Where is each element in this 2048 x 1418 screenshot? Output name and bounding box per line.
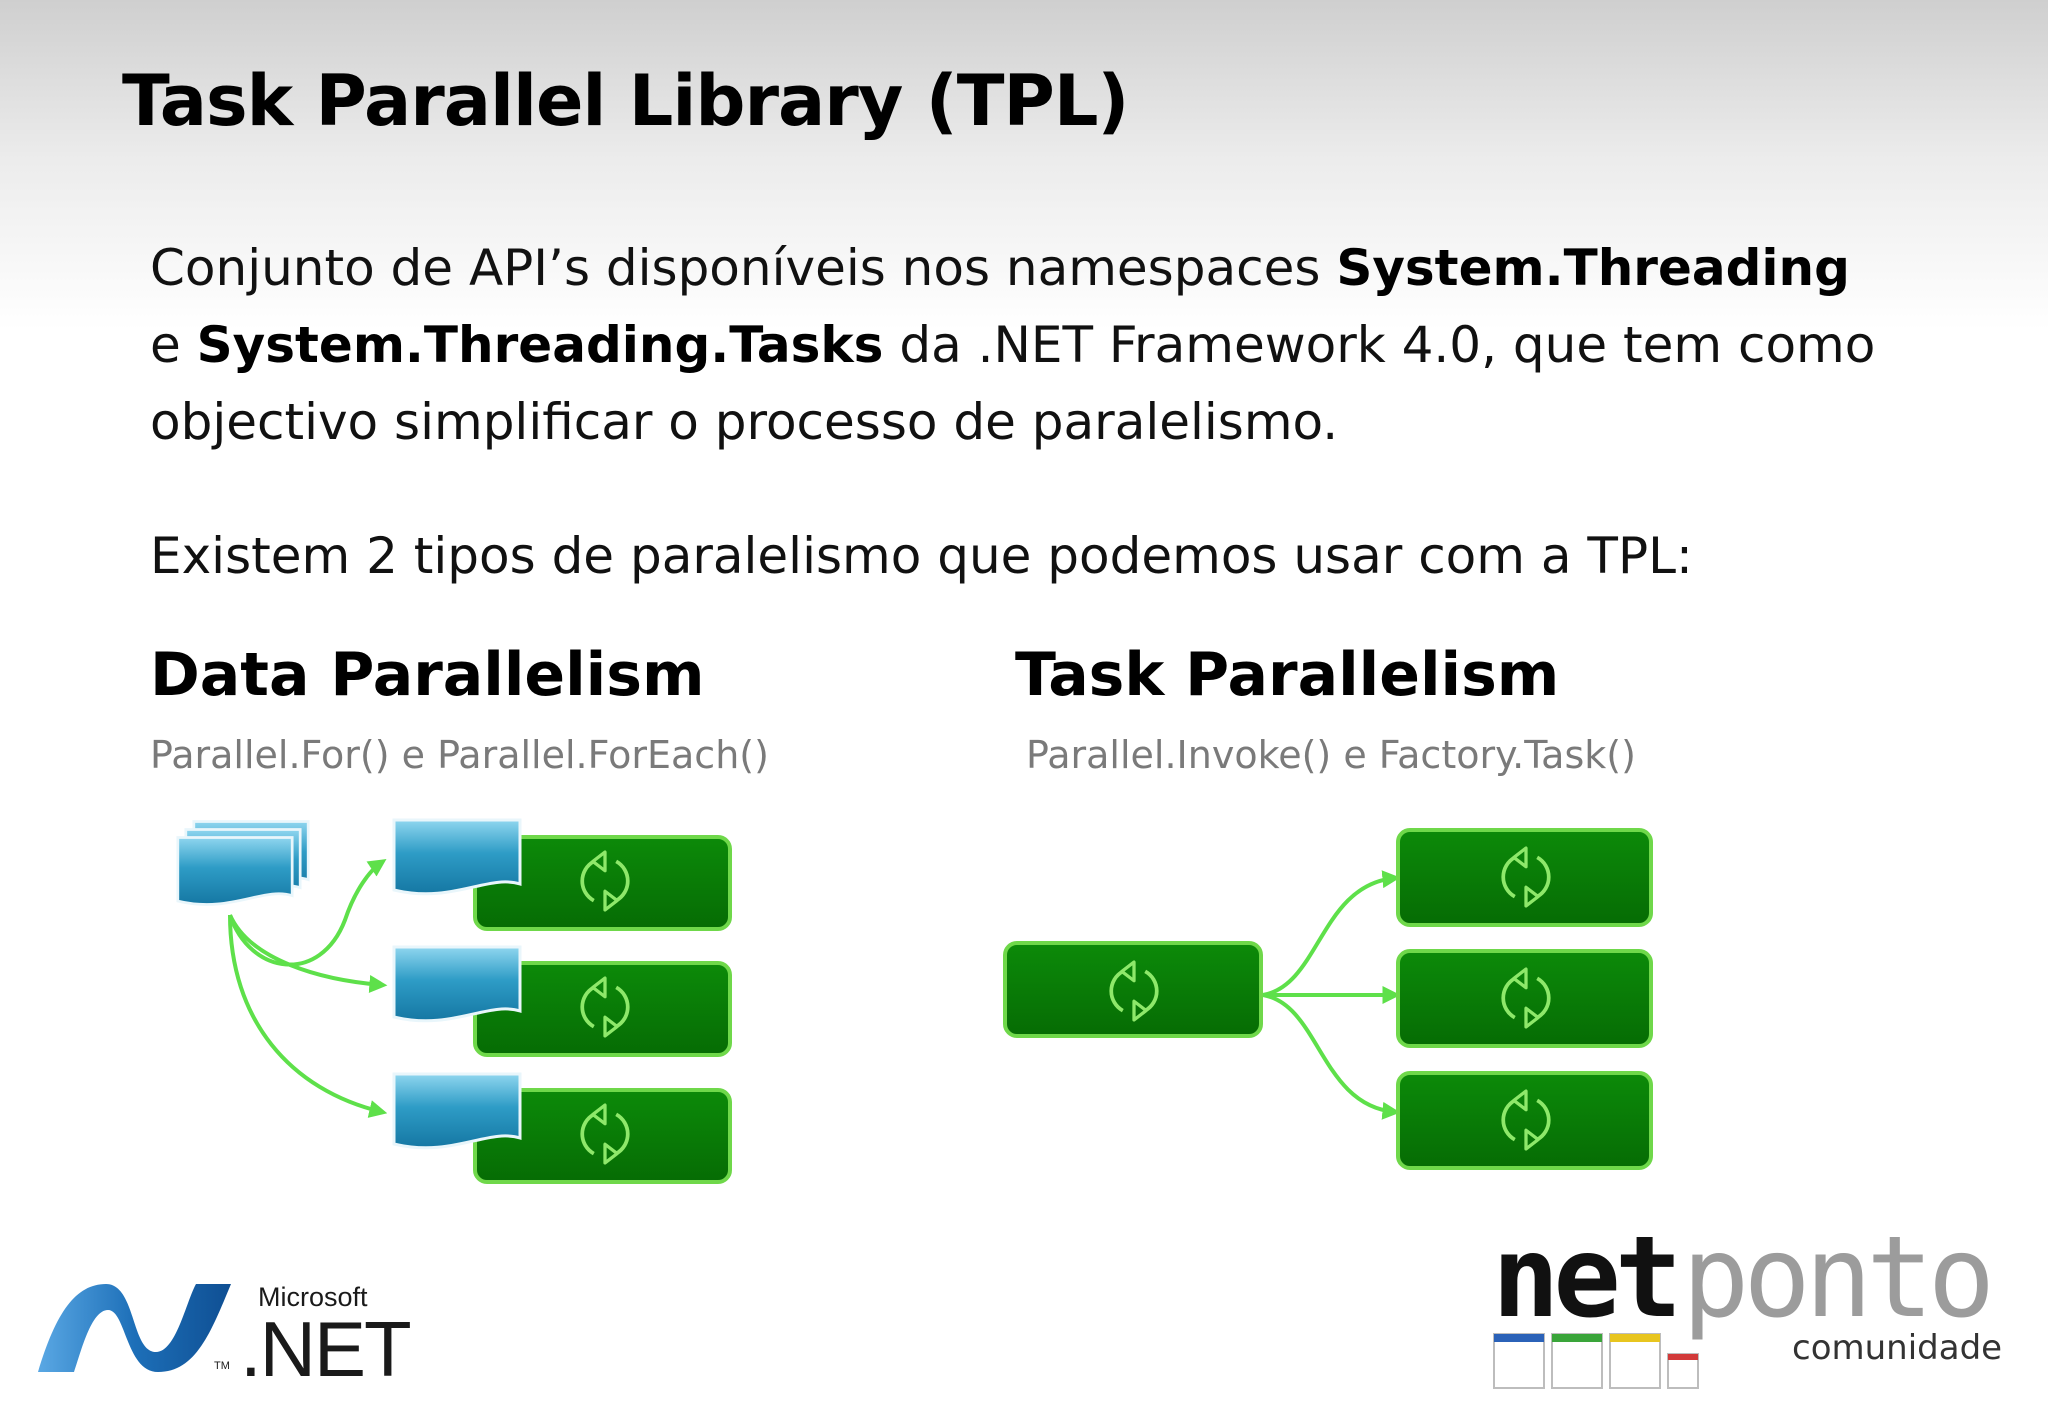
- trademark-mark: TM: [214, 1360, 230, 1372]
- microsoft-wordmark: Microsoft: [258, 1282, 368, 1312]
- namespace-system-threading: System.Threading: [1336, 239, 1850, 297]
- task-parallelism-subtitle: Parallel.Invoke() e Factory.Task(): [1026, 733, 1636, 777]
- task-parallelism-diagram: [1003, 828, 1653, 1170]
- intro-text-part2: e: [150, 316, 197, 374]
- document-stack-icon: [176, 820, 310, 906]
- namespace-system-threading-tasks: System.Threading.Tasks: [196, 316, 884, 374]
- intro-text-part3: da .NET Framework 4.0, que tem como obje…: [150, 316, 1876, 451]
- target-task-box-1: [1396, 828, 1653, 927]
- data-parallelism-heading: Data Parallelism: [150, 640, 705, 710]
- intro-paragraph: Conjunto de API’s disponíveis nos namesp…: [150, 230, 1910, 461]
- document-icon: [392, 945, 522, 1023]
- slide-title: Task Parallel Library (TPL): [122, 60, 1129, 142]
- data-task-box-2: [392, 945, 732, 1057]
- dotnet-wave-logo: [38, 1284, 231, 1372]
- data-arrow-3: [228, 914, 388, 1118]
- target-task-box-3: [1396, 1071, 1653, 1170]
- netponto-comunidade-label: comunidade: [1792, 1328, 2003, 1368]
- data-arrow-1: [228, 859, 387, 967]
- data-parallelism-diagram: [176, 818, 732, 1184]
- data-task-box-3: [392, 1072, 732, 1184]
- data-task-box-1: [392, 818, 732, 931]
- data-parallelism-subtitle: Parallel.For() e Parallel.ForEach(): [150, 733, 769, 777]
- task-arrow-3: [1262, 993, 1401, 1120]
- target-task-box-2: [1396, 949, 1653, 1048]
- task-parallelism-heading: Task Parallelism: [1015, 640, 1560, 710]
- task-arrow-1: [1262, 870, 1401, 997]
- netponto-ponto-wordmark: ponto: [1682, 1213, 1995, 1343]
- types-sentence: Existem 2 tipos de paralelismo que podem…: [150, 527, 1693, 585]
- document-icon: [392, 1072, 522, 1150]
- dotnet-wordmark: .NET: [240, 1305, 412, 1393]
- data-arrow-2: [228, 914, 388, 993]
- source-task-box: [1003, 941, 1263, 1038]
- netponto-net-wordmark: net: [1492, 1213, 1682, 1343]
- intro-text-part1: Conjunto de API’s disponíveis nos namesp…: [150, 239, 1337, 297]
- document-icon: [392, 818, 522, 896]
- netponto-squares-icon: [1493, 1333, 1699, 1389]
